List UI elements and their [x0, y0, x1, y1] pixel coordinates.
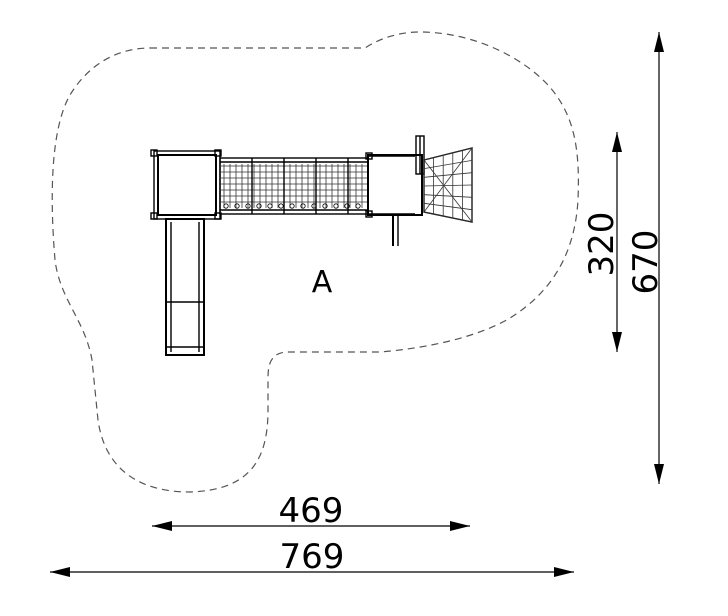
right-tower [365, 135, 425, 246]
safety-zone-outline [51, 31, 579, 493]
net-bridge [219, 157, 369, 215]
climbing-net [423, 147, 473, 223]
play-equipment [150, 135, 473, 356]
slide [165, 218, 205, 356]
dimension-depth-outer-value: 670 [626, 230, 666, 295]
left-tower [150, 149, 222, 220]
bridge-net-grid [220, 158, 368, 214]
dimension-width-inner-value: 469 [279, 491, 344, 531]
dimension-width-inner: 469 [152, 491, 470, 531]
climbing-net-grid [423, 147, 473, 223]
dimension-depth-inner: 320 [582, 132, 622, 352]
zone-label: A [312, 265, 333, 300]
dimension-width-outer-value: 769 [280, 537, 345, 577]
dimension-depth-inner-value: 320 [582, 212, 622, 277]
bridge-rope-knots [223, 203, 361, 209]
dimension-width-outer: 769 [50, 537, 574, 577]
dimension-depth-outer: 670 [626, 32, 666, 484]
